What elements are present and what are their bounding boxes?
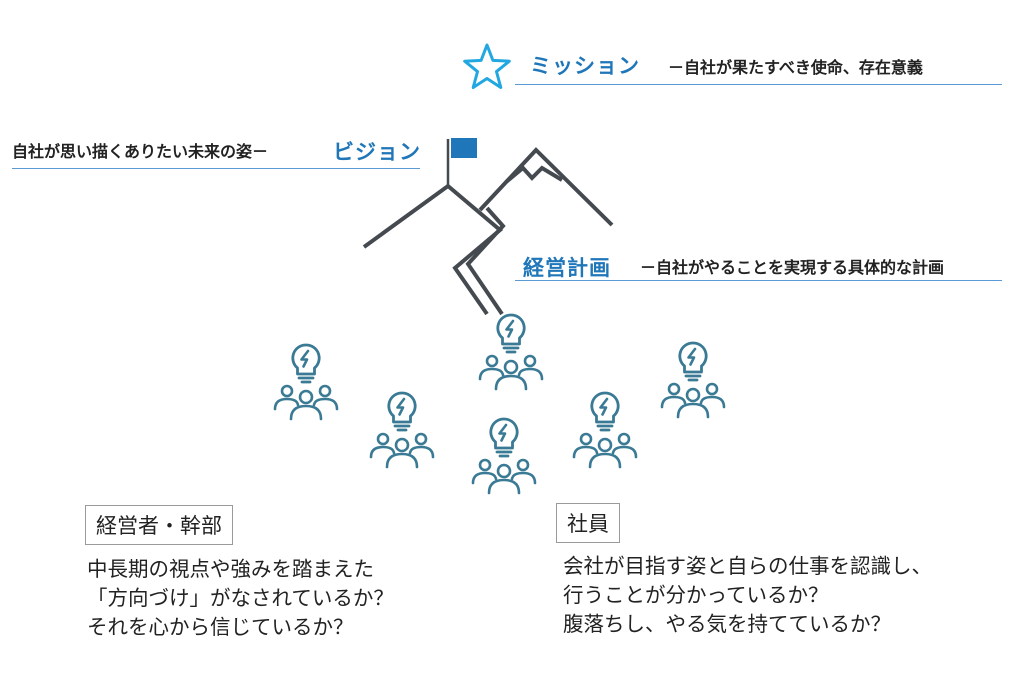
management-line: それを心から信じているか？ — [87, 615, 354, 639]
vision-rule — [12, 168, 420, 169]
employees-line: 会社が目指す姿と自らの仕事を認識し、 — [563, 554, 932, 578]
star-outline-icon — [463, 43, 511, 89]
flag-icon — [446, 138, 477, 186]
vision-title: ビジョン — [333, 140, 421, 164]
management-text: 中長期の視点や強みを踏まえた 「方向づけ」がなされているか？ それを心から信じて… — [87, 555, 394, 642]
mission-rule — [515, 84, 1002, 85]
employees-label: 社員 — [556, 503, 620, 543]
mission-description: －自社が果たすべき使命、存在意義 — [668, 58, 923, 77]
idea-team-icon — [471, 312, 551, 392]
mission-title: ミッション — [530, 54, 640, 78]
idea-team-icon — [464, 416, 544, 496]
idea-team-icon — [266, 342, 346, 422]
idea-team-icon — [653, 340, 733, 420]
management-line: 「方向づけ」がなされているか？ — [87, 586, 394, 610]
employees-line: 腹落ちし、やる気を持てているか？ — [563, 612, 891, 636]
idea-team-icon — [565, 390, 645, 470]
employees-text: 会社が目指す姿と自らの仕事を認識し、 行うことが分かっているか？ 腹落ちし、やる… — [563, 552, 932, 639]
management-line: 中長期の視点や強みを踏まえた — [87, 557, 374, 581]
employees-line: 行うことが分かっているか？ — [563, 583, 829, 607]
plan-rule — [515, 280, 1002, 281]
plan-title: 経営計画 — [523, 256, 611, 280]
plan-description: －自社がやることを実現する具体的な計画 — [640, 258, 945, 277]
management-label: 経営者・幹部 — [85, 505, 233, 545]
idea-team-icon — [362, 390, 442, 470]
vision-description: 自社が思い描くありたい未来の姿－ — [12, 142, 269, 161]
mountain-icon — [362, 138, 614, 316]
